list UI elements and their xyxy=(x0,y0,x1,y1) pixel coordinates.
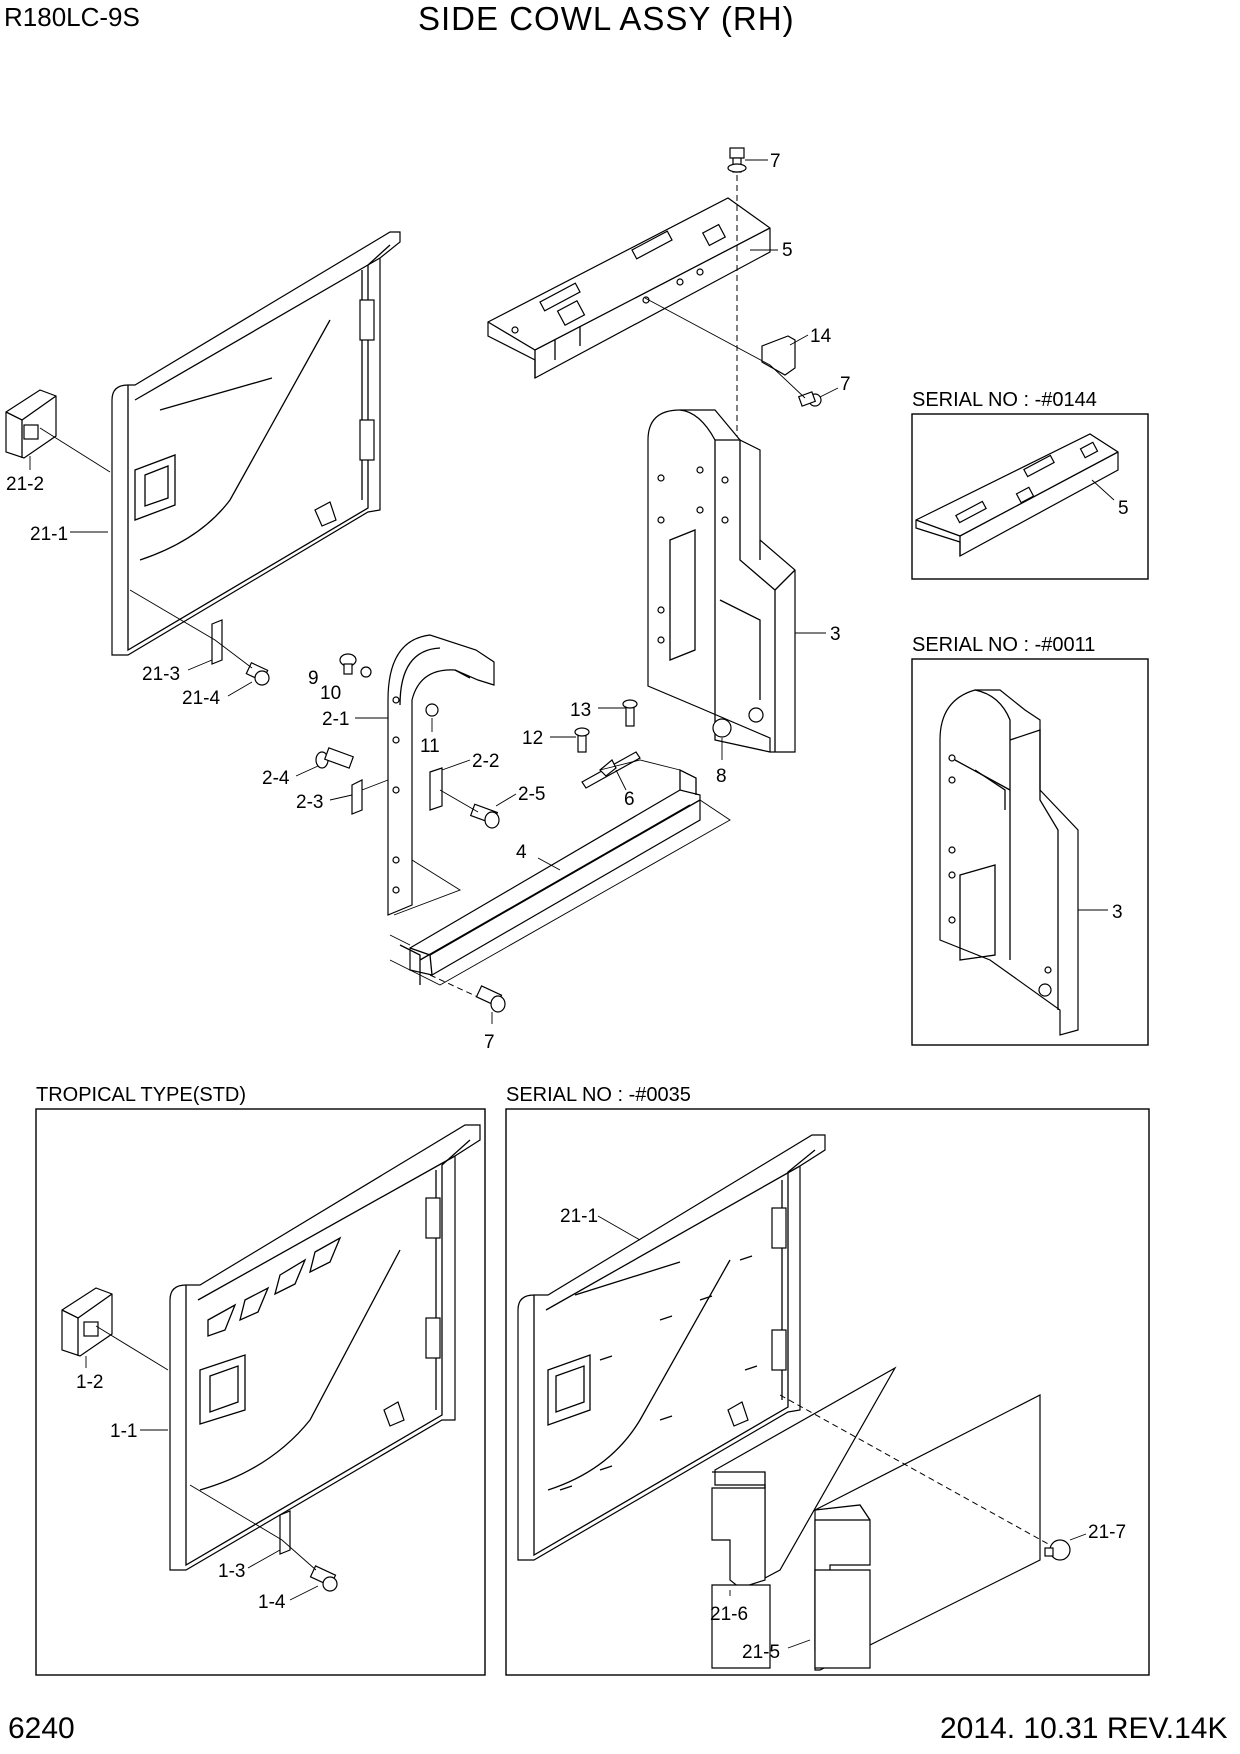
inset-frame-serial-0144 xyxy=(911,413,1149,580)
callout-14: 14 xyxy=(810,326,832,347)
top-bracket xyxy=(487,197,771,380)
inset-0011-post: 3 xyxy=(939,689,1123,1036)
bolt-2-4 xyxy=(315,747,355,769)
tropical-latch xyxy=(61,1287,113,1357)
callout-13: 13 xyxy=(570,700,591,721)
callout-2-4: 2-4 xyxy=(262,768,290,789)
tropical-callouts: 1-2 1-1 1-3 1-4 xyxy=(76,1356,319,1613)
bracket-2-2 xyxy=(429,767,443,811)
callout-1-1: 1-1 xyxy=(110,1421,137,1442)
callout-4: 4 xyxy=(516,842,527,863)
callout-7-top: 7 xyxy=(770,151,781,172)
inset-label-serial-0011: SERIAL NO : -#0011 xyxy=(912,634,1096,656)
callout-3: 3 xyxy=(830,624,841,645)
callout-7-bottom: 7 xyxy=(484,1032,495,1053)
vertical-post xyxy=(647,409,796,753)
washer-10 xyxy=(360,666,372,678)
callout-21-5: 21-5 xyxy=(742,1642,780,1663)
bolt-9 xyxy=(339,653,357,675)
main-callouts: 7 5 14 7 21-2 21-1 3 21-3 21-4 9 10 2-1 … xyxy=(6,151,851,1053)
inset-label-serial-0144: SERIAL NO : -#0144 xyxy=(912,389,1097,411)
inset-label-serial-0035: SERIAL NO : -#0035 xyxy=(506,1084,691,1106)
revision-date: 2014. 10.31 REV.14K xyxy=(940,1712,1228,1745)
callout-0144-5: 5 xyxy=(1118,498,1129,519)
page-title: SIDE COWL ASSY (RH) xyxy=(418,0,795,37)
callout-21-3: 21-3 xyxy=(142,664,180,685)
tropical-bracket xyxy=(279,1510,291,1555)
callout-2-5: 2-5 xyxy=(518,784,545,805)
callout-21-7: 21-7 xyxy=(1088,1522,1126,1543)
callout-21-4: 21-4 xyxy=(182,688,220,709)
callout-21-6: 21-6 xyxy=(710,1604,748,1625)
callout-9: 9 xyxy=(308,668,319,689)
callout-21-1: 21-1 xyxy=(30,524,68,545)
callout-6: 6 xyxy=(624,789,635,810)
callout-11: 11 xyxy=(420,736,440,757)
inset-frame-serial-0035 xyxy=(505,1108,1150,1676)
serial-0035-panel-21-6 xyxy=(711,1366,897,1669)
j-bracket xyxy=(387,634,495,916)
tropical-door xyxy=(169,1124,481,1571)
page-number: 6240 xyxy=(8,1712,75,1745)
callout-8: 8 xyxy=(716,766,727,787)
grommet xyxy=(712,718,732,738)
inset-frame-tropical xyxy=(35,1108,486,1676)
callout-0035-21-1: 21-1 xyxy=(560,1206,598,1227)
serial-0035-callouts: 21-1 21-7 21-6 21-5 xyxy=(560,1206,1126,1663)
serial-0035-panel-21-5 xyxy=(814,1394,1041,1671)
callout-2-3: 2-3 xyxy=(296,792,323,813)
cross-beam xyxy=(399,768,701,985)
inset-label-tropical: TROPICAL TYPE(STD) xyxy=(36,1084,247,1106)
tropical-bolt xyxy=(309,1565,338,1592)
inset-0144-bracket: 5 xyxy=(915,433,1129,558)
callout-0011-3: 3 xyxy=(1112,902,1123,923)
callout-21-2: 21-2 xyxy=(6,474,44,495)
model-name: R180LC-9S xyxy=(4,2,140,32)
nut-11 xyxy=(425,703,439,717)
serial-0035-door xyxy=(517,1134,826,1561)
callout-5: 5 xyxy=(782,240,793,261)
bolt-right xyxy=(797,391,822,407)
bracket-2-3 xyxy=(351,779,363,815)
door-frame xyxy=(111,231,401,656)
push-rivet xyxy=(1044,1539,1071,1561)
callout-1-3: 1-3 xyxy=(218,1561,245,1582)
small-bracket xyxy=(761,335,796,376)
latch-rod xyxy=(574,699,641,789)
bolt-top xyxy=(727,147,747,173)
callout-7-right: 7 xyxy=(840,374,851,395)
latch xyxy=(5,389,57,459)
bolt-bottom xyxy=(475,985,506,1013)
bolt-2-5 xyxy=(469,803,500,829)
callout-1-4: 1-4 xyxy=(258,1592,286,1613)
dashed-fastener-line xyxy=(779,1394,1051,1546)
callout-2-1: 2-1 xyxy=(322,709,349,730)
callout-2-2: 2-2 xyxy=(472,751,499,772)
callout-10: 10 xyxy=(320,683,341,704)
callout-1-2: 1-2 xyxy=(76,1372,103,1393)
inset-frame-serial-0011 xyxy=(911,658,1149,1046)
callout-12: 12 xyxy=(522,728,543,749)
